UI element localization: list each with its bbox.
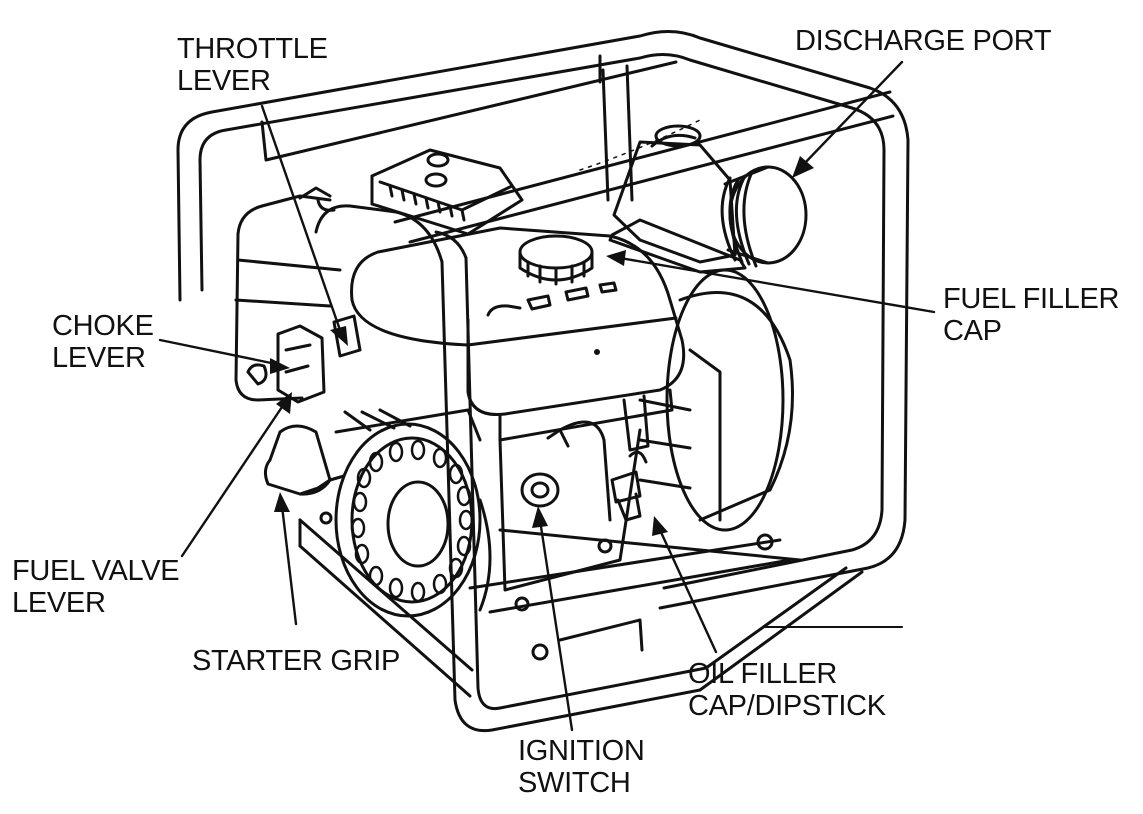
label-line: STARTER GRIP bbox=[192, 645, 401, 677]
label-choke-lever: CHOKE LEVER bbox=[52, 310, 154, 374]
label-ignition-switch: IGNITION SWITCH bbox=[518, 735, 645, 799]
callout-leaders bbox=[158, 60, 936, 732]
label-throttle-lever: THROTTLE LEVER bbox=[177, 33, 328, 97]
label-oil-filler-cap-dipstick: OIL FILLER CAP/DIPSTICK bbox=[688, 658, 886, 722]
air-cleaner bbox=[370, 148, 524, 236]
crankcase bbox=[498, 394, 650, 592]
discharge-port bbox=[608, 124, 808, 274]
engine-block-left bbox=[234, 186, 362, 404]
frame-top-rails bbox=[260, 54, 895, 244]
label-line: FUEL VALVE bbox=[12, 555, 180, 587]
pump-casing bbox=[638, 268, 794, 532]
fuel-filler-cap bbox=[518, 234, 594, 286]
label-starter-grip: STARTER GRIP bbox=[192, 645, 400, 677]
label-line: LEVER bbox=[177, 65, 271, 97]
label-line: FUEL FILLER bbox=[943, 283, 1120, 315]
engine-fuel-tank bbox=[350, 226, 686, 442]
starter-grip bbox=[263, 424, 346, 496]
label-fuel-valve-lever: FUEL VALVE LEVER bbox=[12, 555, 180, 619]
label-line: SWITCH bbox=[518, 767, 631, 799]
label-line: CAP bbox=[943, 315, 1002, 347]
label-line: OIL FILLER bbox=[688, 658, 838, 690]
label-line: DISCHARGE PORT bbox=[795, 25, 1052, 57]
label-line: IGNITION bbox=[518, 735, 645, 767]
label-discharge-port: DISCHARGE PORT bbox=[795, 25, 1052, 57]
label-line: CAP/DIPSTICK bbox=[688, 690, 886, 722]
label-fuel-filler-cap: FUEL FILLER CAP bbox=[943, 283, 1119, 347]
label-line: THROTTLE bbox=[177, 33, 328, 65]
label-line: LEVER bbox=[12, 587, 106, 619]
recoil-starter bbox=[334, 408, 492, 618]
frame-base-rails bbox=[298, 511, 802, 698]
label-line: CHOKE bbox=[52, 310, 154, 342]
label-line: LEVER bbox=[52, 342, 146, 374]
frame-back-loop bbox=[176, 30, 910, 610]
